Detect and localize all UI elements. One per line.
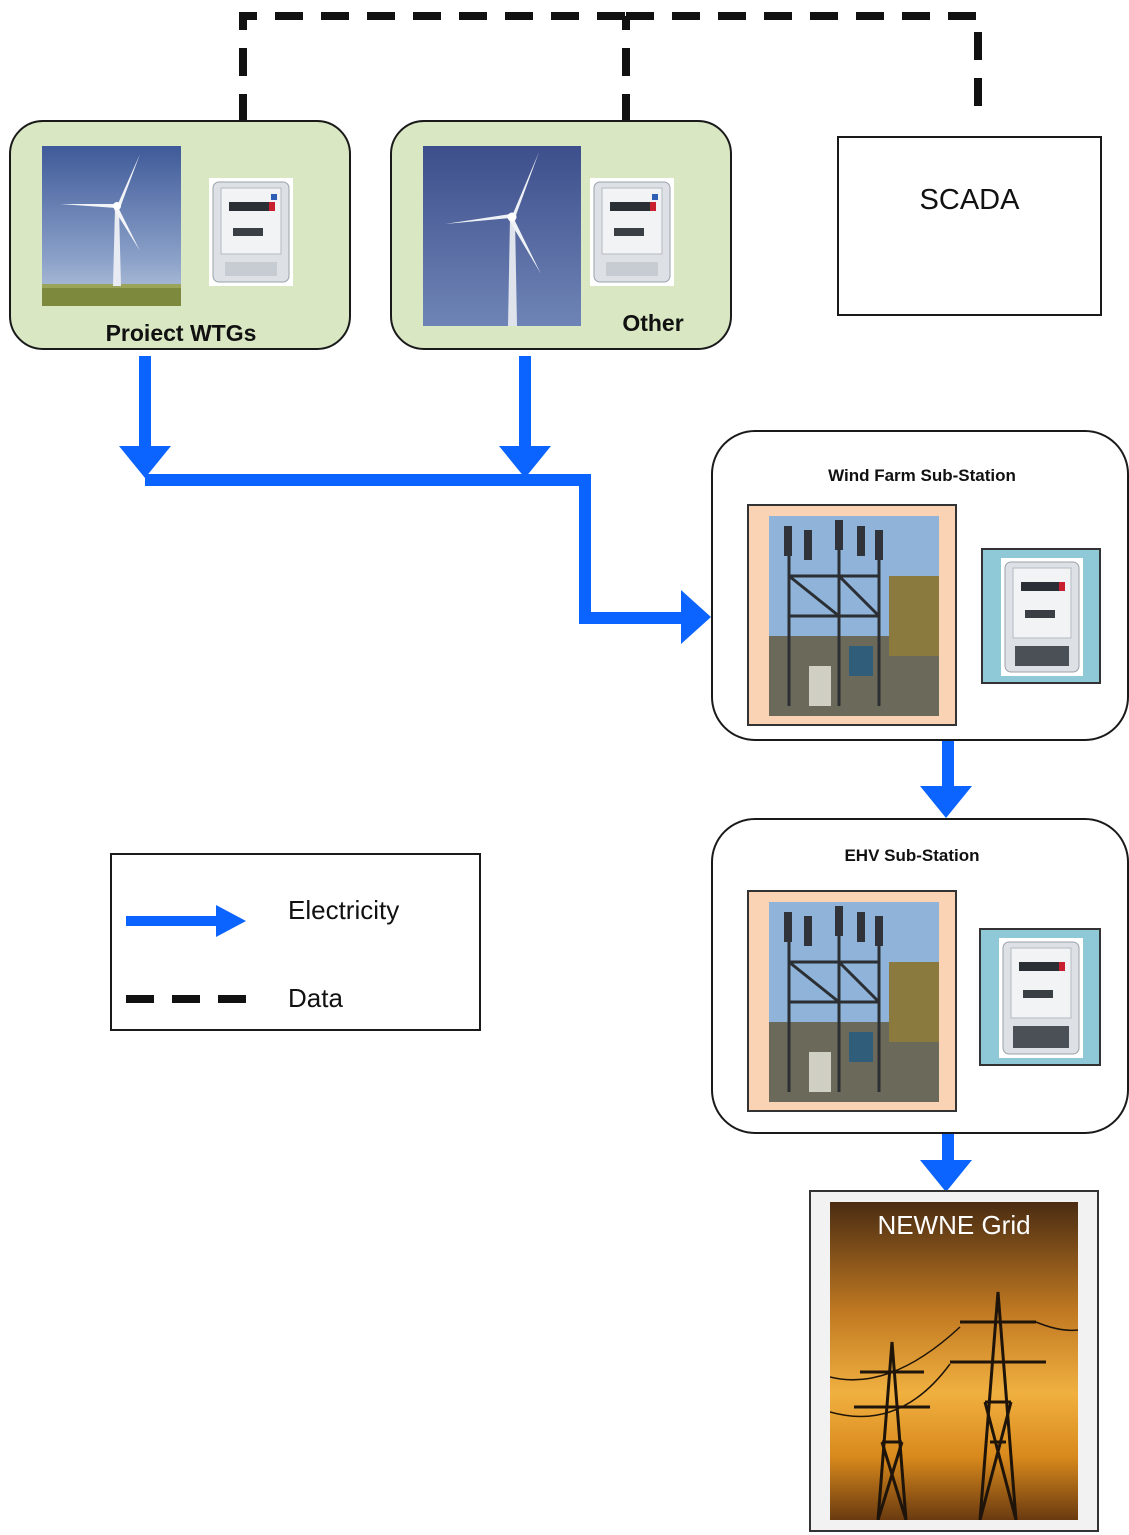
scada-label: SCADA <box>919 184 1020 216</box>
wind-turbine-image <box>42 146 181 306</box>
energy-meter-image <box>999 938 1083 1058</box>
meter-image-frame <box>981 548 1101 684</box>
energy-meter-image <box>590 178 674 286</box>
legend-electricity-label: Electricity <box>288 895 400 925</box>
arrow-shaft-project-wtgs <box>139 356 151 448</box>
wind-turbine-image <box>423 146 581 326</box>
ehv-substation-node: EHV Sub-Station <box>711 818 1129 1134</box>
bus-line-vertical <box>579 474 591 624</box>
arrow-head-other <box>499 446 551 478</box>
newne-grid-label: NEWNE Grid <box>877 1210 1031 1240</box>
wind-farm-substation-label: Wind Farm Sub-Station <box>828 466 1016 485</box>
legend-data-label: Data <box>288 983 343 1013</box>
arrow-head-project-wtgs <box>119 446 171 478</box>
other-label: Other <box>622 310 684 336</box>
energy-meter-image <box>209 178 293 286</box>
ehv-substation-label: EHV Sub-Station <box>844 846 980 865</box>
arrow-head-to-grid <box>920 1160 972 1192</box>
wind-farm-substation-node: Wind Farm Sub-Station <box>711 430 1129 741</box>
legend-electricity-arrow <box>126 905 246 937</box>
arrow-shaft-other <box>519 356 531 448</box>
data-line-scada <box>626 12 982 124</box>
electricity-arrows <box>119 356 972 1192</box>
bus-line-horizontal <box>145 474 591 486</box>
bus-line-to-substation <box>579 612 683 624</box>
newne-grid-node: NEWNE Grid <box>809 1190 1099 1532</box>
substation-image-frame <box>747 890 957 1112</box>
energy-meter-image <box>1001 558 1083 676</box>
project-wtgs-node: Proiect WTGs <box>9 120 351 350</box>
transmission-towers-image <box>830 1202 1078 1520</box>
substation-image <box>769 516 939 716</box>
other-node: Other <box>390 120 732 350</box>
data-line-project-wtgs <box>239 12 626 168</box>
substation-image-frame <box>747 504 957 726</box>
arrow-head-to-ehv <box>920 786 972 818</box>
project-wtgs-label: Proiect WTGs <box>105 320 257 346</box>
arrow-head-to-wind-farm-substation <box>681 590 711 644</box>
substation-image <box>769 902 939 1102</box>
arrow-shaft-to-grid <box>942 1134 954 1162</box>
arrow-shaft-to-ehv <box>942 740 954 790</box>
meter-image-frame <box>979 928 1101 1066</box>
legend-data-dash <box>126 995 246 1003</box>
scada-node: SCADA <box>837 136 1102 316</box>
legend: Electricity Data <box>110 853 481 1031</box>
